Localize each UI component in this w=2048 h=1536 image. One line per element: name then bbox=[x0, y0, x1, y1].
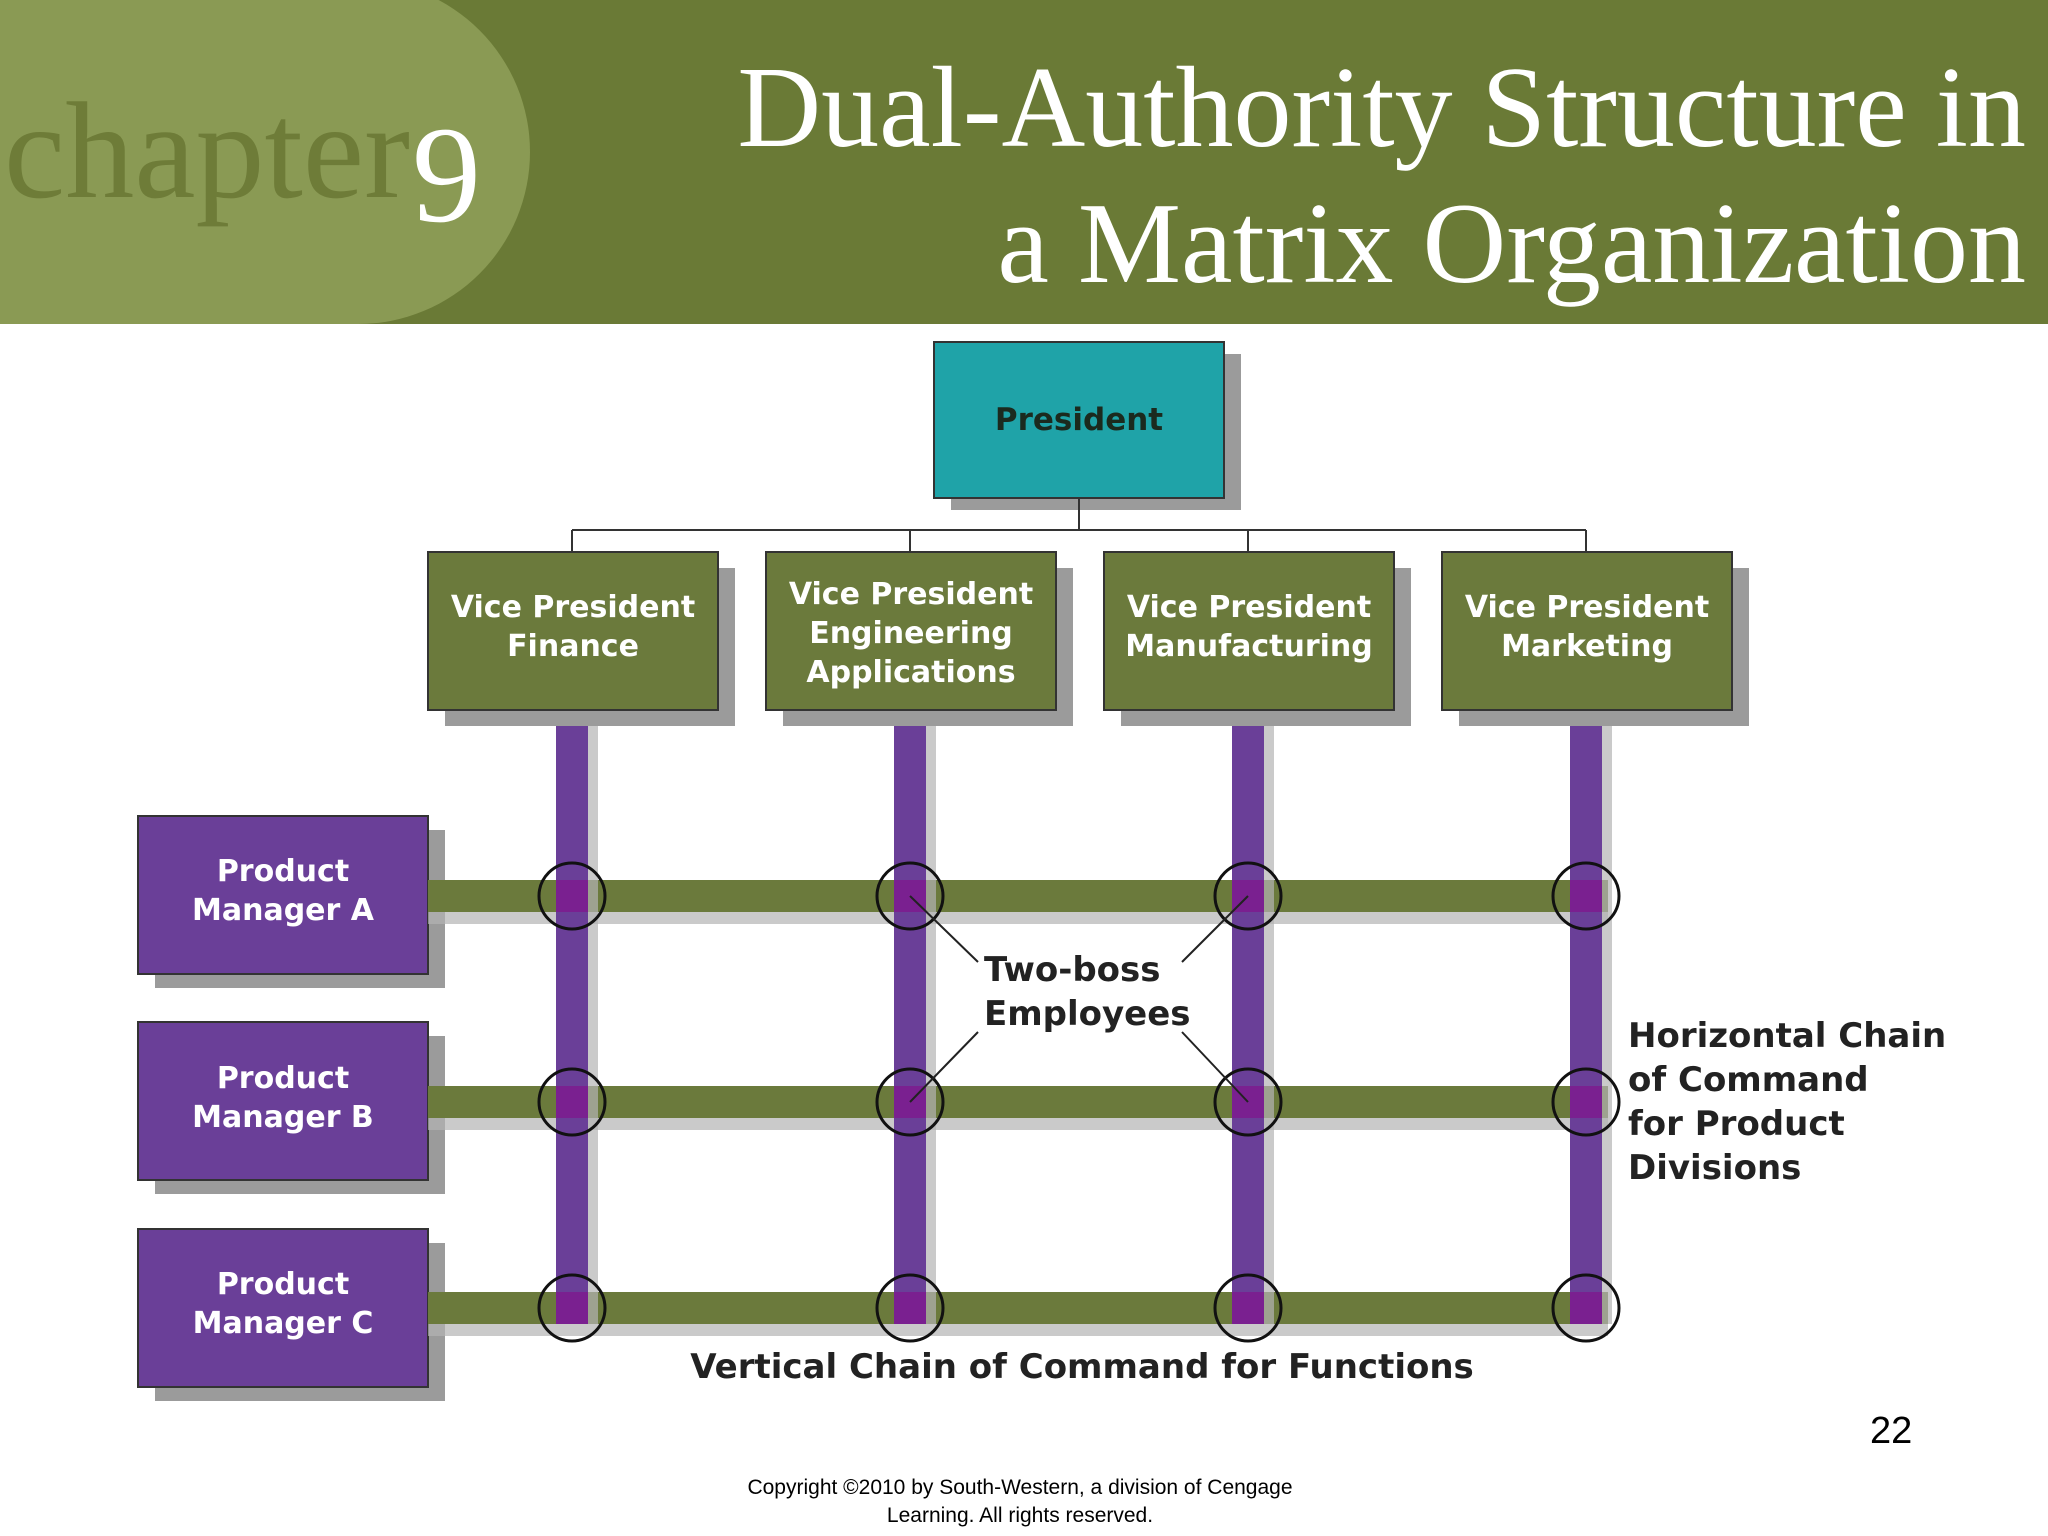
horizontal-bar-b-shadow bbox=[428, 1118, 1608, 1130]
two-boss-label-line-1: Two-boss bbox=[984, 950, 1161, 990]
product-manager-b-label-line-1: Product bbox=[217, 1061, 349, 1096]
vp-marketing-box bbox=[1441, 551, 1733, 711]
chapter-badge-shape bbox=[0, 0, 530, 324]
horizontal-chain-label-line-1: Horizontal Chain bbox=[1628, 1016, 1946, 1056]
horizontal-bar-a-shadow bbox=[428, 912, 1608, 924]
product-manager-c-label-line-2: Manager C bbox=[193, 1306, 374, 1341]
horizontal-chain-label-line-2: of Command bbox=[1628, 1060, 1869, 1100]
horizontal-chain-label-line-4: Divisions bbox=[1628, 1148, 1801, 1188]
vp-marketing-label-line-2: Marketing bbox=[1501, 629, 1673, 664]
vertical-chain-label: Vertical Chain of Command for Functions bbox=[690, 1347, 1474, 1387]
product-manager-a-label-line-1: Product bbox=[217, 854, 349, 889]
chapter-label: chapter bbox=[4, 74, 411, 227]
slide-title-line-1: Dual-Authority Structure in bbox=[737, 44, 2026, 172]
copyright-line-1: Copyright ©2010 by South-Western, a divi… bbox=[747, 1476, 1293, 1499]
copyright-line-2: Learning. All rights reserved. bbox=[886, 1504, 1154, 1527]
product-manager-b-label-line-2: Manager B bbox=[192, 1100, 374, 1135]
vp-marketing-label-line-1: Vice President bbox=[1465, 590, 1709, 625]
product-manager-a-label-line-2: Manager A bbox=[192, 893, 375, 928]
vp-finance-box bbox=[427, 551, 719, 711]
vertical-bar-engineering bbox=[894, 710, 926, 1324]
product-manager-c-box bbox=[137, 1228, 429, 1388]
vertical-bar-finance bbox=[556, 710, 588, 1324]
product-manager-c-label-line-1: Product bbox=[217, 1267, 349, 1302]
vp-manufacturing-label-line-2: Manufacturing bbox=[1125, 629, 1373, 664]
two-boss-pointer-lines bbox=[909, 895, 1249, 1103]
slide-title: Dual-Authority Structure in a Matrix Org… bbox=[526, 40, 2026, 312]
vp-engineering-label-line-1: Vice President bbox=[789, 577, 1033, 612]
slide-title-line-2: a Matrix Organization bbox=[997, 180, 2026, 308]
vertical-bar-marketing bbox=[1570, 710, 1602, 1324]
chapter-number: 9 bbox=[412, 98, 481, 251]
intersection-circles bbox=[537, 861, 1621, 1343]
vp-engineering-box bbox=[765, 551, 1057, 711]
two-boss-label-line-2: Employees bbox=[984, 994, 1191, 1034]
slide-header: chapter 9 Dual-Authority Structure in a … bbox=[0, 0, 2048, 324]
president-label: President bbox=[995, 402, 1163, 438]
horizontal-bar-c-shadow bbox=[428, 1324, 1608, 1336]
vp-finance-label-line-2: Finance bbox=[507, 629, 639, 664]
vertical-bar-shadows bbox=[588, 724, 1612, 1324]
vp-engineering-label-line-2: Engineering bbox=[809, 616, 1013, 651]
copyright-notice: Copyright ©2010 by South-Western, a divi… bbox=[640, 1474, 1400, 1530]
vp-manufacturing-box bbox=[1103, 551, 1395, 711]
horizontal-chain-label-line-3: for Product bbox=[1628, 1104, 1845, 1144]
horizontal-bar-b bbox=[428, 1086, 1608, 1118]
vertical-bar-manufacturing bbox=[1232, 710, 1264, 1324]
vp-finance-label-line-1: Vice President bbox=[451, 590, 695, 625]
product-manager-b-box bbox=[137, 1021, 429, 1181]
org-connector-lines bbox=[571, 498, 1587, 552]
vp-engineering-label-line-3: Applications bbox=[806, 655, 1015, 690]
horizontal-bar-c bbox=[428, 1292, 1608, 1324]
page-number: 22 bbox=[1870, 1410, 1913, 1452]
vp-manufacturing-label-line-1: Vice President bbox=[1127, 590, 1371, 625]
horizontal-bar-a bbox=[428, 880, 1608, 912]
president-box bbox=[933, 341, 1225, 499]
